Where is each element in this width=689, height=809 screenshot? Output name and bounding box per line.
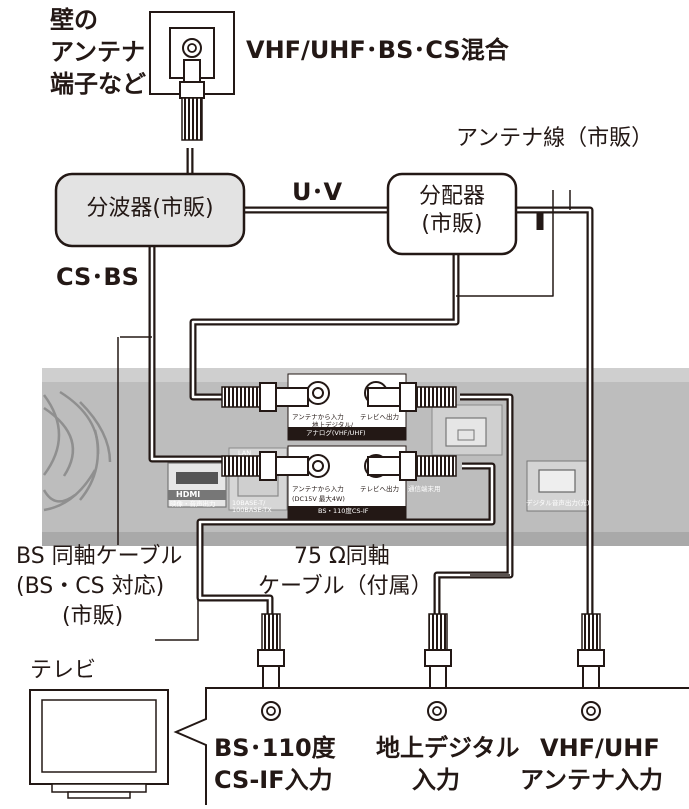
fan-vent <box>42 390 112 512</box>
input-bs-line1: BS･110度 <box>214 734 336 762</box>
hdmi-sub-label: 映像・音声出力 <box>170 500 216 508</box>
bs-cable-line2: (BS・CS 対応) <box>16 574 165 599</box>
comm-port <box>431 404 503 456</box>
coax75-line2: ケーブル（付属） <box>258 574 433 599</box>
tv-icon <box>29 689 169 799</box>
bs-cable-line3: (市販) <box>62 604 124 629</box>
connector-bottom-left <box>221 451 309 481</box>
wall-label-line3: 端子など <box>50 70 146 98</box>
csbs-label: CS･BS <box>56 263 139 291</box>
leader-lines <box>117 336 510 641</box>
connector-top-left <box>221 382 309 412</box>
connector-top-right <box>367 382 457 412</box>
hdmi-port <box>167 462 227 508</box>
hdmi-label: HDMI <box>176 490 201 499</box>
splitter-box <box>54 172 246 248</box>
tv-jacks <box>261 701 601 721</box>
distributor-box <box>386 172 518 256</box>
plug-terrestrial <box>424 613 452 689</box>
lan-label: LAN <box>238 449 252 457</box>
port-top-left-label: アンテナから入力 <box>292 413 344 421</box>
input-terr-line2: 入力 <box>412 766 460 794</box>
optical-port <box>526 460 588 512</box>
base-label: 10BASE-T/ 100BASE-TX <box>232 499 272 514</box>
wall-signal-label: VHF/UHF･BS･CS混合 <box>246 36 509 64</box>
band-bottom-label: BS・110度CS-IF <box>318 507 369 515</box>
distributor-line2: (市販) <box>421 212 483 237</box>
port-bottom-power: (DC15V 最大4W) <box>292 495 345 503</box>
port-top-right-label: テレビへ出力 <box>360 413 399 421</box>
splitter-label: 分波器(市販) <box>86 196 214 221</box>
comm-label: 通信端末用 <box>408 485 441 493</box>
tv-input-panel <box>173 687 689 805</box>
wall-plug <box>179 59 205 141</box>
band-top-line1: 地上デジタル/ <box>312 421 354 429</box>
connector-bottom-right <box>367 451 457 481</box>
input-vhf-line2: アンテナ入力 <box>520 766 664 794</box>
coax75-line1: 75 Ω同軸 <box>294 544 390 569</box>
wall-label-line2: アンテナ <box>50 38 146 66</box>
band-top-line2: アナログ(VHF/UHF) <box>306 429 366 437</box>
port-bottom-left-label: アンテナから入力 <box>292 485 344 493</box>
wall-label-line1: 壁の <box>50 6 98 34</box>
uv-label: U･V <box>292 178 343 206</box>
plug-bs <box>257 613 285 689</box>
distributor-line1: 分配器 <box>418 184 485 209</box>
input-terr-line1: 地上デジタル <box>376 734 520 762</box>
port-bottom-right-label: テレビへ出力 <box>360 485 399 493</box>
digital-audio-label: デジタル音声出力(光) <box>526 499 590 507</box>
plug-vhf <box>577 613 605 689</box>
bs-cable-line1: BS 同軸ケーブル <box>16 544 183 569</box>
input-bs-line2: CS-IF入力 <box>214 766 333 794</box>
input-vhf-line1: VHF/UHF <box>540 734 660 762</box>
antenna-cable-label: アンテナ線（市販） <box>456 126 654 151</box>
tv-label: テレビ <box>30 658 97 683</box>
